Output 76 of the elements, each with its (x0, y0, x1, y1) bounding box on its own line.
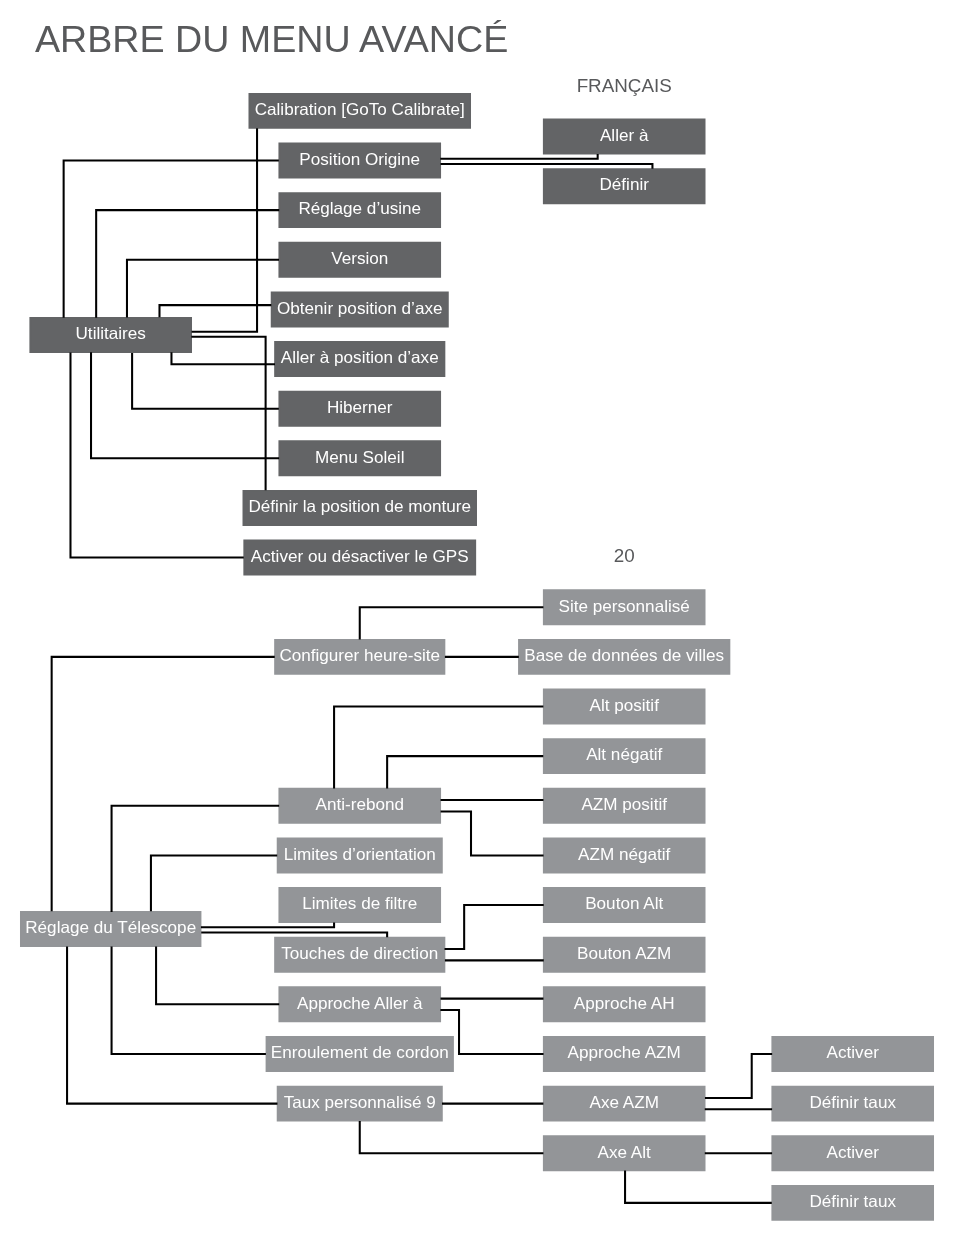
connector (131, 352, 279, 410)
node-box: Axe AZM (542, 1085, 706, 1122)
connector (444, 655, 519, 658)
label: 20 (613, 545, 635, 567)
node-box: Touches de direction (274, 936, 446, 973)
connector (704, 1152, 773, 1155)
connector (440, 799, 544, 802)
connector (444, 959, 544, 962)
connector (704, 1052, 773, 1099)
node-box: Réglage du Télescope (20, 911, 202, 947)
node-box: Définir la position de monture (242, 490, 477, 526)
node-box: Bouton AZM (542, 936, 706, 973)
node-box: Définir taux (771, 1184, 934, 1221)
node-box: Aller à position d’axe (274, 341, 446, 377)
node-box: Approche AH (542, 986, 706, 1023)
node-box: AZM positif (542, 787, 706, 824)
connector (158, 304, 272, 318)
connector (66, 946, 278, 1105)
connector (125, 258, 279, 318)
node-box: Activer ou désactiver le GPS (243, 539, 477, 576)
connector (358, 606, 544, 640)
connector (624, 1170, 772, 1204)
node-box: Approche Aller à (278, 986, 442, 1023)
node-box: Anti-rebond (278, 787, 442, 824)
connector (440, 162, 654, 169)
node-box: Alt positif (542, 688, 706, 725)
connector (440, 997, 544, 1000)
node-box: Menu Soleil (278, 440, 442, 477)
connector (62, 159, 279, 318)
node-box: Activer (771, 1135, 934, 1172)
node-box: Taux personnalisé 9 (276, 1085, 443, 1122)
connector (191, 128, 259, 333)
node-box: AZM négatif (542, 837, 706, 874)
node-box: Définir (542, 168, 706, 205)
node-box: Calibration [GoTo Calibrate] (248, 92, 471, 129)
node-box: Hiberner (278, 390, 442, 427)
diagram-title: ARBRE DU MENU AVANCÉ (34, 17, 509, 60)
node-box: Site personnalisé (542, 589, 706, 626)
connector (155, 946, 280, 1006)
node-box: Axe Alt (542, 1135, 706, 1172)
connector (440, 1009, 544, 1055)
connector (442, 1102, 544, 1105)
node-box: Approche AZM (542, 1036, 706, 1072)
connector (704, 1108, 773, 1111)
connector (200, 922, 336, 929)
node-box: Limites de filtre (278, 887, 442, 924)
node-box: Limites d’orientation (276, 837, 443, 874)
connector (440, 154, 599, 160)
connector (90, 352, 280, 460)
connector (358, 1120, 544, 1155)
node-box: Définir taux (771, 1085, 934, 1122)
connector (444, 904, 544, 950)
node-box: Obtenir position d’axe (270, 291, 449, 328)
node-box: Enroulement de cordon (265, 1036, 454, 1072)
connector (69, 352, 244, 559)
connector (149, 854, 278, 912)
node-box: Version (278, 241, 442, 278)
node-box: Aller à (542, 118, 706, 155)
node-box: Réglage d’usine (278, 192, 442, 229)
node-box: Utilitaires (29, 317, 192, 354)
connector (440, 810, 544, 857)
node-box: Base de données de villes (518, 638, 731, 675)
connector (170, 352, 275, 366)
connector (333, 705, 544, 789)
connector (95, 209, 280, 318)
connector (50, 655, 275, 912)
connector (191, 335, 267, 491)
node-box: Alt négatif (542, 738, 706, 775)
connector (110, 946, 266, 1055)
node-box: Configurer heure-site (274, 638, 446, 675)
connector (110, 804, 280, 912)
label: FRANÇAIS (576, 74, 672, 96)
node-box: Bouton Alt (542, 887, 706, 924)
connector (386, 755, 544, 789)
node-box: Activer (771, 1036, 934, 1072)
node-box: Position Origine (278, 142, 442, 179)
